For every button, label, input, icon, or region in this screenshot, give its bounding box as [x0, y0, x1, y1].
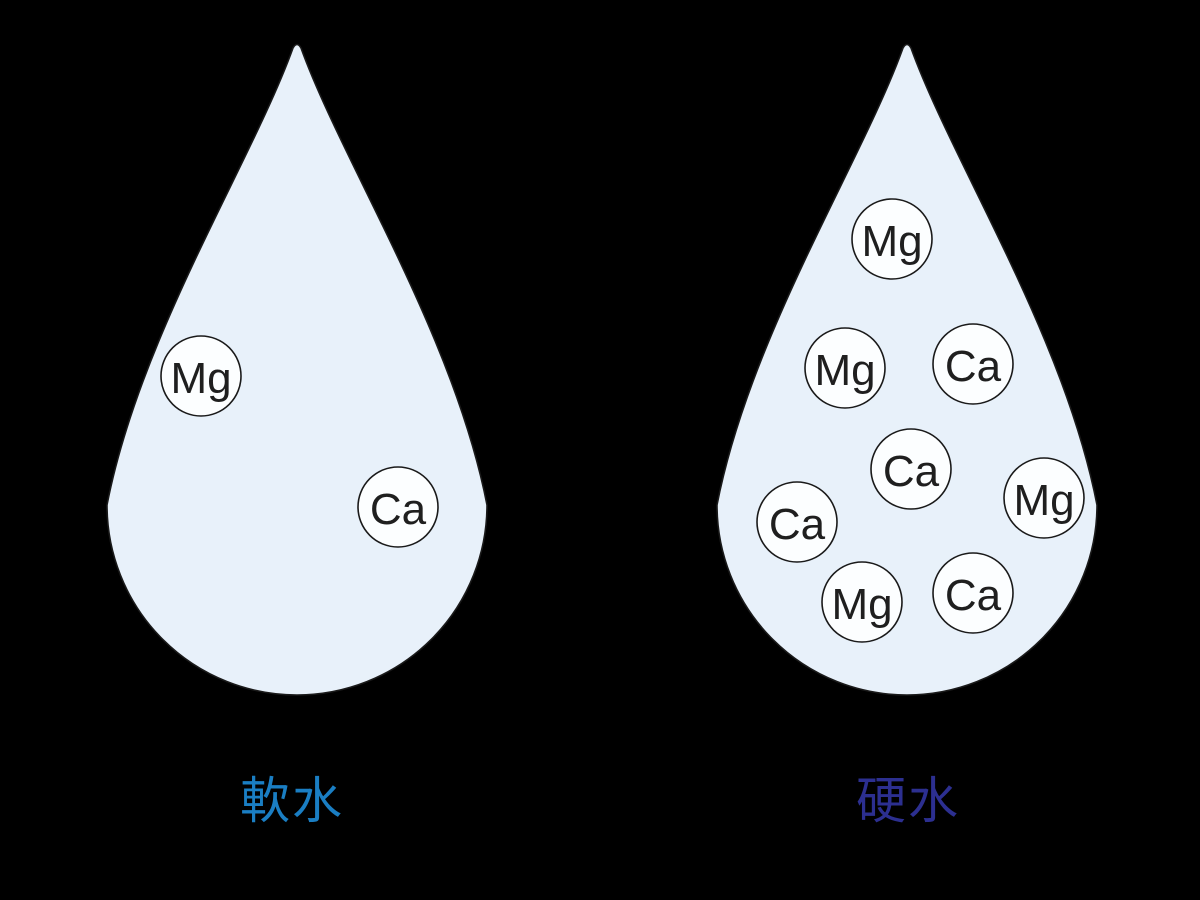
ion-mg: Mg — [821, 561, 903, 643]
ion-ca: Ca — [870, 428, 952, 510]
soft-water-label: 軟水 — [240, 773, 344, 829]
ion-symbol: Mg — [831, 580, 892, 629]
ion-symbol: Mg — [861, 217, 922, 266]
ion-circle — [851, 198, 933, 280]
ion-symbol: Ca — [945, 342, 1002, 391]
ion-circle — [870, 428, 952, 510]
ion-circle — [1003, 457, 1085, 539]
ion-circle — [357, 466, 439, 548]
ion-symbol: Ca — [370, 485, 427, 534]
ion-circle — [932, 552, 1014, 634]
ion-symbol: Mg — [1013, 476, 1074, 525]
ion-ca: Ca — [756, 481, 838, 563]
ion-mg: Mg — [160, 335, 242, 417]
ion-symbol: Ca — [883, 447, 940, 496]
ion-circle — [160, 335, 242, 417]
hard-water-droplet-shape — [716, 43, 1098, 696]
hard-water-drop: Mg Mg Ca Ca Ca Mg — [716, 43, 1098, 696]
ion-circle — [821, 561, 903, 643]
ion-ca: Ca — [357, 466, 439, 548]
ion-mg: Mg — [851, 198, 933, 280]
ion-mg: Mg — [1003, 457, 1085, 539]
ion-symbol: Mg — [814, 346, 875, 395]
ion-ca: Ca — [932, 323, 1014, 405]
ion-circle — [756, 481, 838, 563]
hard-water-label: 硬水 — [856, 773, 960, 829]
ion-circle — [932, 323, 1014, 405]
ion-symbol: Mg — [170, 354, 231, 403]
ion-mg: Mg — [804, 327, 886, 409]
ion-symbol: Ca — [769, 500, 826, 549]
ion-circle — [804, 327, 886, 409]
ion-symbol: Ca — [945, 571, 1002, 620]
ion-ca: Ca — [932, 552, 1014, 634]
soft-water-drop: Mg Ca — [106, 43, 488, 696]
